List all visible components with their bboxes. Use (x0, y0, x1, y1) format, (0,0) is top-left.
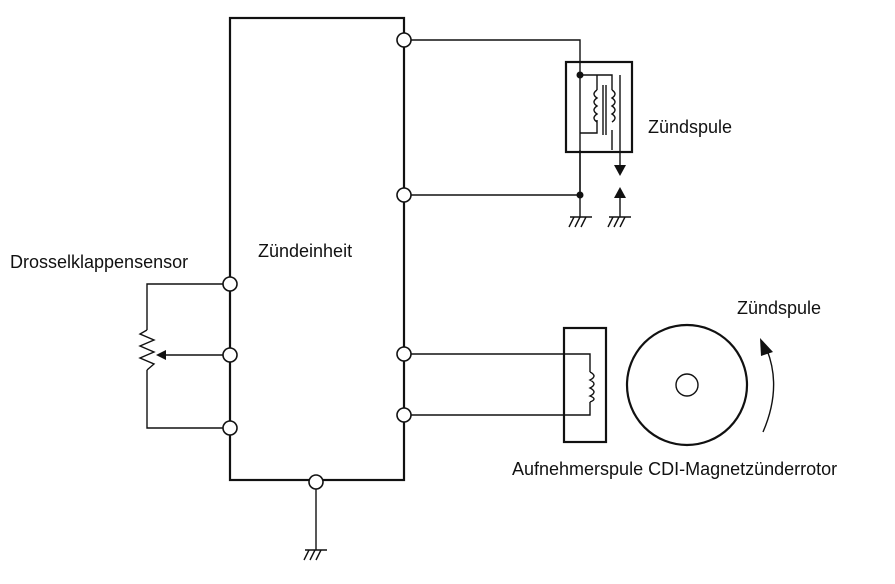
rotation-arrowhead (760, 338, 773, 356)
terminal-pickup-bottom (396, 407, 412, 423)
coil-inner-wiring (579, 74, 621, 150)
ground-symbol-spark (607, 216, 631, 228)
wire-pickup-top (404, 353, 591, 372)
terminal-ground (308, 474, 324, 490)
coil-junction-dot (576, 71, 584, 79)
ignition-coil-label: Zündspule (648, 117, 733, 137)
coil-ground-junction-dot (576, 191, 584, 199)
coil-primary-winding (593, 89, 599, 123)
tps-resistor (138, 329, 156, 371)
tps-wiper-arrow (156, 350, 166, 360)
terminal-tps-bottom (222, 420, 238, 436)
magneto-rotor-outer (625, 323, 749, 447)
ignition-unit-label: Zündeinheit (258, 241, 353, 261)
coil-secondary-winding (610, 89, 616, 123)
wire-tps-bottom (146, 370, 230, 429)
spark-gap-arrow-up (614, 187, 626, 198)
ground-symbol-unit (303, 549, 327, 561)
throttle-sensor-label: Drosselklappensensor (10, 252, 189, 272)
ignition-coil-box (564, 60, 634, 154)
wire-pickup-bottom (404, 402, 591, 416)
pickup-rotor-label: Aufnehmerspule CDI-Magnetzünderrotor (512, 459, 838, 479)
terminal-coil-top (396, 32, 412, 48)
wire-coil-primary-bottom (404, 150, 581, 196)
ground-symbol-coil (568, 216, 592, 228)
terminal-tps-top (222, 276, 238, 292)
pickup-coil-box (562, 326, 608, 444)
rotor-coil-label: Zündspule (737, 298, 822, 318)
terminal-tps-wiper (222, 347, 238, 363)
wire-coil-primary-top (404, 39, 581, 75)
pickup-coil-winding (588, 371, 595, 403)
terminal-coil-bottom (396, 187, 412, 203)
rotation-arrow (762, 349, 775, 433)
terminal-pickup-top (396, 346, 412, 362)
wire-tps-top (146, 283, 230, 330)
magneto-rotor-hub (675, 373, 699, 397)
spark-gap-arrow-down (614, 165, 626, 176)
